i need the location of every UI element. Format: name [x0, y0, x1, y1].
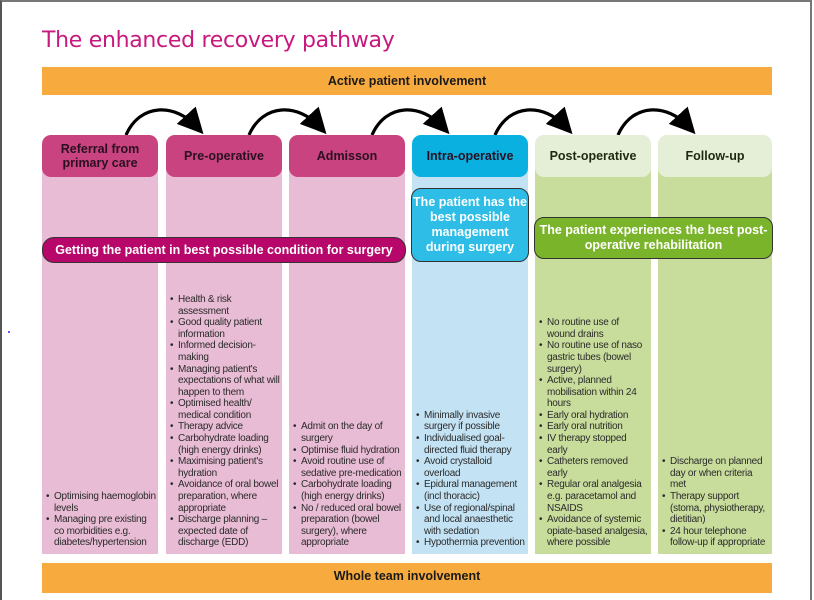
- list-item: Optimised health/ medical condition: [169, 398, 280, 421]
- post-operative-goal-banner: The patient experiences the best post-op…: [534, 217, 773, 259]
- stage-body: Optimising haemoglobin levelsManaging pr…: [42, 155, 158, 554]
- list-item: Avoid crystalloid overload: [415, 456, 526, 479]
- list-item: Individualised goal-directed fluid thera…: [415, 433, 526, 456]
- list-item: Carbohydrate loading (high energy drinks…: [169, 433, 280, 456]
- arrow-postop-to-followup: [616, 106, 696, 136]
- stage-header: Admisson: [289, 135, 405, 177]
- list-item: Informed decision-making: [169, 340, 280, 363]
- stage-body: No routine use of wound drainsNo routine…: [535, 155, 651, 554]
- list-item: Optimising haemoglobin levels: [45, 491, 156, 514]
- arrow-preop-to-admission: [247, 106, 327, 136]
- list-item: No routine use of naso gastric tubes (bo…: [538, 340, 649, 375]
- stage-body: Discharge on planned day or when criteri…: [658, 155, 772, 554]
- list-item: Early oral nutrition: [538, 421, 649, 433]
- list-item: Discharge planning – expected date of di…: [169, 514, 280, 549]
- stage-body: Admit on the day of surgeryOptimise flui…: [289, 155, 405, 554]
- list-item: Therapy advice: [169, 421, 280, 433]
- list-item: Minimally invasive surgery if possible: [415, 410, 526, 433]
- list-item: IV therapy stopped early: [538, 433, 649, 456]
- list-item: Epidural management (incl thoracic): [415, 479, 526, 502]
- intra-operative-goal-banner: The patient has the best possible manage…: [411, 188, 529, 262]
- stage-items: Admit on the day of surgeryOptimise flui…: [292, 421, 403, 549]
- stage-header: Referral from primary care: [42, 135, 158, 177]
- list-item: 24 hour telephone follow-up if appropria…: [661, 526, 770, 549]
- list-item: Managing patient's expectations of what …: [169, 364, 280, 399]
- list-item: Use of regional/spinal and local anaesth…: [415, 503, 526, 538]
- list-item: Early oral hydration: [538, 410, 649, 422]
- stage-follow-up: Discharge on planned day or when criteri…: [658, 135, 772, 554]
- flow-arrows: [124, 106, 696, 136]
- arrow-admission-to-intraop: [370, 106, 450, 136]
- list-item: Health & risk assessment: [169, 294, 280, 317]
- stage-header: Post-operative: [535, 135, 651, 177]
- list-item: Avoid routine use of sedative pre-medica…: [292, 456, 403, 479]
- list-item: Regular oral analgesia e.g. paracetamol …: [538, 479, 649, 514]
- list-item: Good quality patient information: [169, 317, 280, 340]
- list-item: Admit on the day of surgery: [292, 421, 403, 444]
- stage-header: Follow-up: [658, 135, 772, 177]
- arrow-intraop-to-postop: [493, 106, 573, 136]
- stage-items: Optimising haemoglobin levelsManaging pr…: [45, 491, 156, 549]
- list-item: Carbohydrate loading (high energy drinks…: [292, 479, 403, 502]
- list-item: No routine use of wound drains: [538, 317, 649, 340]
- list-item: Catheters removed early: [538, 456, 649, 479]
- list-item: Maximising patient's hydration: [169, 456, 280, 479]
- stage-header: Intra-operative: [412, 135, 528, 177]
- list-item: Discharge on planned day or when criteri…: [661, 456, 770, 491]
- stage-items: Discharge on planned day or when criteri…: [661, 456, 770, 549]
- list-item: Therapy support (stoma, physiotherapy, d…: [661, 491, 770, 526]
- list-item: Active, planned mobilisation within 24 h…: [538, 375, 649, 410]
- stage-post-operative: No routine use of wound drainsNo routine…: [535, 135, 651, 554]
- page-title: The enhanced recovery pathway: [42, 28, 395, 53]
- stage-items: No routine use of wound drainsNo routine…: [538, 317, 649, 549]
- stage-pre-operative: Health & risk assessmentGood quality pat…: [166, 135, 282, 554]
- pre-surgery-goal-banner: Getting the patient in best possible con…: [42, 237, 406, 263]
- list-item: Avoidance of systemic opiate-based analg…: [538, 514, 649, 549]
- list-item: Avoidance of oral bowel preparation, whe…: [169, 479, 280, 514]
- stage-items: Minimally invasive surgery if possibleIn…: [415, 410, 526, 549]
- arrow-referral-to-preop: [124, 106, 204, 136]
- whole-team-involvement-bar: Whole team involvement: [42, 563, 772, 593]
- stage-body: Health & risk assessmentGood quality pat…: [166, 155, 282, 554]
- stage-items: Health & risk assessmentGood quality pat…: [169, 294, 280, 549]
- list-item: Managing pre existing co morbidities e.g…: [45, 514, 156, 549]
- stage-header: Pre-operative: [166, 135, 282, 177]
- active-patient-involvement-bar: Active patient involvement: [42, 67, 772, 95]
- stray-marker: [8, 331, 10, 333]
- stage-admission: Admit on the day of surgeryOptimise flui…: [289, 135, 405, 554]
- list-item: No / reduced oral bowel preparation (bow…: [292, 503, 403, 549]
- list-item: Hypothermia prevention: [415, 537, 526, 549]
- list-item: Optimise fluid hydration: [292, 445, 403, 457]
- stage-referral: Optimising haemoglobin levelsManaging pr…: [42, 135, 158, 554]
